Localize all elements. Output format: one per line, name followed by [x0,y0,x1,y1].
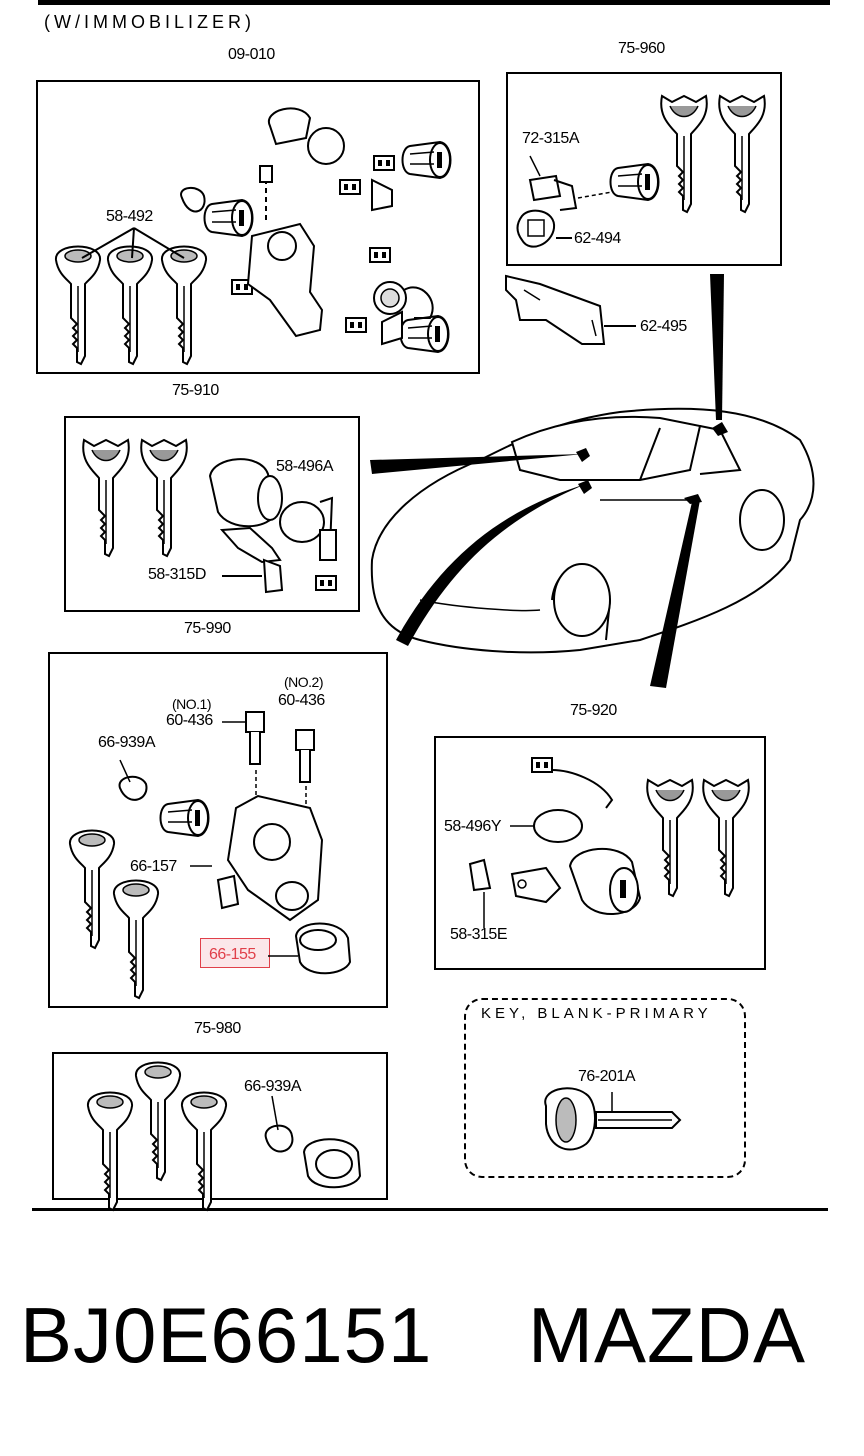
group-label-75-910: 75-910 [172,382,219,399]
group-box-09-010 [36,80,480,374]
part-label-62-495: 62-495 [640,318,687,335]
part-label-58-315E: 58-315E [450,926,508,943]
group-box-75-920 [434,736,766,970]
group-label-75-920: 75-920 [570,702,617,719]
part-label-no1: (NO.1) [172,696,212,712]
brand-name: MAZDA [528,1291,806,1379]
group-box-75-960 [506,72,782,266]
part-label-58-315D: 58-315D [148,566,206,583]
group-box-75-990 [48,652,388,1008]
top-rule [38,0,830,5]
part-label-76-201A: 76-201A [578,1068,636,1085]
part-label-66-157: 66-157 [130,858,177,875]
part-label-72-315A: 72-315A [522,130,580,147]
highlight-box-66-155 [200,938,270,968]
group-box-75-910 [64,416,360,612]
group-box-key-blank [464,998,746,1178]
part-label-58-496Y: 58-496Y [444,818,502,835]
group-box-75-980 [52,1052,388,1200]
part-label-58-492: 58-492 [106,208,153,225]
part-label-66-939A-b: 66-939A [244,1078,302,1095]
part-label-62-494: 62-494 [574,230,621,247]
part-label-58-496A: 58-496A [276,458,334,475]
part-label-60-436-no2: 60-436 [278,692,325,709]
part-label-66-155: 66-155 [209,946,256,963]
group-label-75-980: 75-980 [194,1020,241,1037]
group-label-09-010: 09-010 [228,46,275,63]
part-label-no2: (NO.2) [284,674,324,690]
group-label-75-960: 75-960 [618,40,665,57]
part-label-60-436-no1: 60-436 [166,712,213,729]
group-label-75-990: 75-990 [184,620,231,637]
part-number: BJ0E66151 [20,1291,433,1379]
part-label-66-939A: 66-939A [98,734,156,751]
key-blank-title: KEY, BLANK-PRIMARY [478,1005,715,1022]
bottom-rule [32,1208,828,1211]
immobilizer-note: (W/IMMOBILIZER) [44,12,255,32]
